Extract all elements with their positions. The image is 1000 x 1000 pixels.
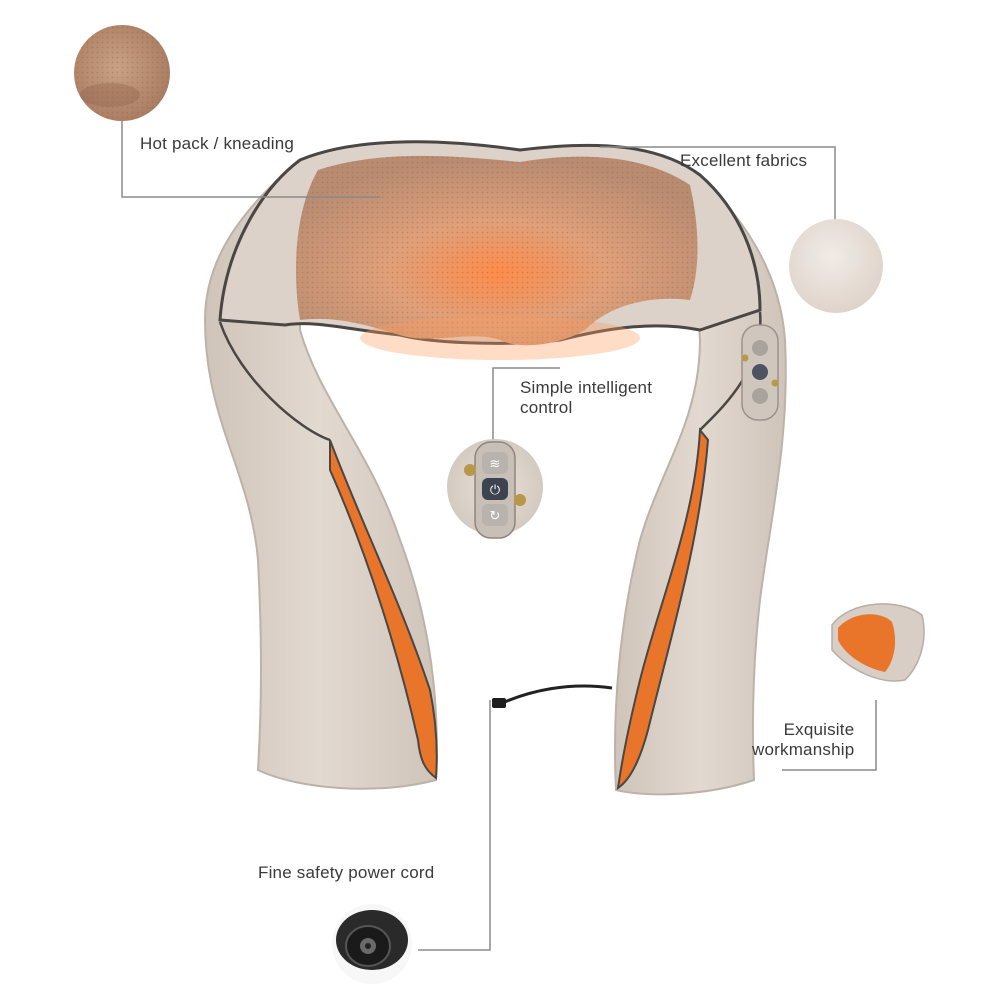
heat-glow (360, 316, 640, 360)
fabric-detail (789, 219, 883, 313)
leader-lines (121, 95, 877, 951)
power-cord-detail (332, 904, 412, 984)
body-control-panel (741, 324, 779, 421)
callout-workmanship: Exquisite workmanship (752, 720, 855, 759)
svg-text:↻: ↻ (490, 509, 501, 524)
svg-text:⏻: ⏻ (490, 483, 500, 498)
workmanship-detail (826, 590, 926, 690)
callout-fabrics: Excellent fabrics (680, 151, 808, 170)
massager-body (203, 140, 787, 796)
callout-power-cord: Fine safety power cord (258, 863, 435, 882)
heat-icon (482, 452, 508, 474)
right-lining (616, 427, 710, 791)
callout-control: Simple intelligent control (520, 378, 653, 417)
svg-text:≋: ≋ (490, 457, 501, 472)
left-lining (329, 439, 438, 780)
rotate-icon (482, 504, 508, 526)
callout-hot-pack: Hot pack / kneading (140, 134, 295, 153)
control-detail: ≋ ⏻ ↻ (447, 439, 543, 539)
hot-pack-detail (74, 25, 170, 121)
power-cord (497, 684, 613, 707)
power-icon (482, 478, 508, 500)
